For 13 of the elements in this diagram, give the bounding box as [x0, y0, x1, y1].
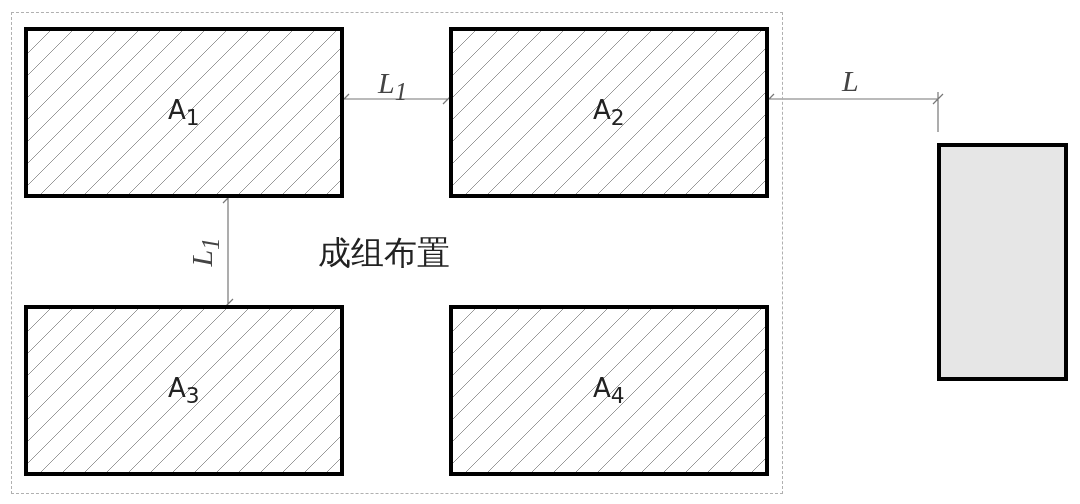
building-block: [937, 143, 1068, 381]
dimension-label: L$_{1}$: [378, 68, 408, 104]
area-label: A$_{1}$: [168, 96, 200, 129]
area-label: A$_{2}$: [593, 96, 625, 129]
hatched-area: [449, 27, 769, 198]
hatched-area: [24, 305, 344, 476]
group-boundary: [11, 12, 783, 494]
area-label: A$_{3}$: [168, 374, 200, 407]
hatched-area: [449, 305, 769, 476]
hatched-area: [24, 27, 344, 198]
group-label: 成组布置: [318, 232, 450, 274]
area-label: A$_{4}$: [593, 374, 625, 407]
dimension-label: L: [842, 66, 859, 96]
